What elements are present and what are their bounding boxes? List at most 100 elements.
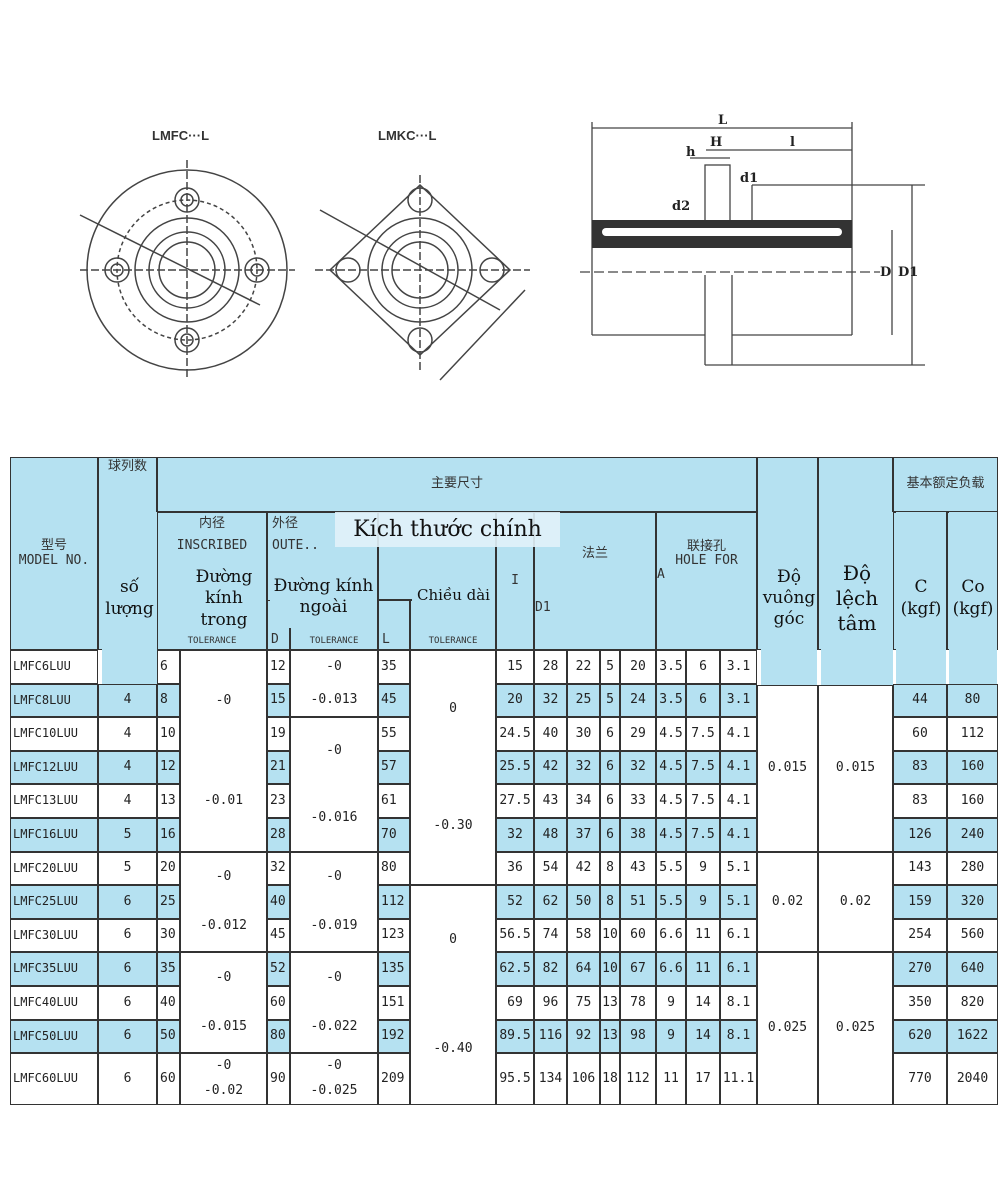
cell-P: 112 <box>620 1053 656 1105</box>
cell-balls: 6 <box>98 919 157 952</box>
cell-D1: 54 <box>534 852 567 885</box>
D1-label: D1 <box>535 600 551 615</box>
cell-Co-load: 820 <box>947 986 998 1020</box>
outer-cn: 外径 <box>272 516 299 531</box>
cell-model: LMFC13LUU <box>10 784 98 818</box>
cell-B: 9 <box>686 852 720 885</box>
cell-C-hole: 6.1 <box>720 919 757 952</box>
length-tolerance-lower: -0.40 <box>433 1041 473 1057</box>
cell-C-hole: 4.1 <box>720 717 757 751</box>
cell-balls: 6 <box>98 1053 157 1105</box>
header-main-dims: 主要尺寸 <box>157 457 757 512</box>
inscribed-tolerance-lower: -0.012 <box>200 918 247 934</box>
cell-A: 6.6 <box>656 919 686 952</box>
cell-L: 55 <box>378 717 410 751</box>
cell-B: 6 <box>686 684 720 717</box>
cell-B: 7.5 <box>686 717 720 751</box>
cell-D: 23 <box>267 784 290 818</box>
cell-t: 13 <box>600 986 620 1020</box>
cell-D: 15 <box>267 684 290 717</box>
cell-d: 40 <box>157 986 180 1020</box>
cell-I: 36 <box>496 852 534 885</box>
cell-balls: 6 <box>98 1020 157 1053</box>
cell-t: 6 <box>600 751 620 784</box>
cell-balls: 4 <box>98 717 157 751</box>
outer-tolerance-upper: -0 <box>326 969 342 985</box>
cell-D: 19 <box>267 717 290 751</box>
cell-P: 33 <box>620 784 656 818</box>
dim-l: l <box>790 135 795 150</box>
cell-C-load: 60 <box>893 717 947 751</box>
cell-d: 6 <box>157 650 180 684</box>
cell-balls: 6 <box>98 952 157 986</box>
cell-model: LMFC40LUU <box>10 986 98 1020</box>
cell-d: 8 <box>157 684 180 717</box>
balls-vi-label: số lượng <box>102 512 157 685</box>
cell-t: 5 <box>600 684 620 717</box>
cell-L: 57 <box>378 751 410 784</box>
model-en: MODEL NO. <box>18 552 90 568</box>
outer-en: OUTE.. <box>272 538 319 553</box>
balls-cn: 球列数 <box>107 459 147 474</box>
cell-t: 13 <box>600 1020 620 1053</box>
cell-K: 58 <box>567 919 600 952</box>
cell-C-load: 44 <box>893 684 947 717</box>
lmkc-label: LMKC···L <box>378 128 437 143</box>
outer-tolerance: -0-0.016 <box>290 717 378 852</box>
A-label: A <box>657 567 665 583</box>
cell-Co-load: 2040 <box>947 1053 998 1105</box>
cell-Co-load: 1622 <box>947 1020 998 1053</box>
cell-C-load: 159 <box>893 885 947 919</box>
cell-D1: 134 <box>534 1053 567 1105</box>
cell-d: 12 <box>157 751 180 784</box>
cell-P: 51 <box>620 885 656 919</box>
cell-I: 95.5 <box>496 1053 534 1105</box>
cell-D: 21 <box>267 751 290 784</box>
cell-d: 25 <box>157 885 180 919</box>
flange-cn: 法兰 <box>581 545 608 561</box>
header-L: L <box>378 600 410 650</box>
cell-B: 7.5 <box>686 784 720 818</box>
cell-t: 6 <box>600 784 620 818</box>
cell-balls: 6 <box>98 885 157 919</box>
cell-t: 6 <box>600 717 620 751</box>
cell-d: 50 <box>157 1020 180 1053</box>
outer-tolerance-lower: -0.016 <box>310 809 358 825</box>
cell-D1: 43 <box>534 784 567 818</box>
cell-L: 112 <box>378 885 410 919</box>
length-tolerance: 0-0.30 <box>410 650 496 885</box>
inscribed-tolerance: -0-0.012 <box>180 852 267 952</box>
main-dims-vi-label: Kích thước chính <box>335 512 560 547</box>
cell-P: 67 <box>620 952 656 986</box>
cell-d: 30 <box>157 919 180 952</box>
cell-A: 9 <box>656 1020 686 1053</box>
cell-Co-load: 80 <box>947 684 998 717</box>
cell-I: 62.5 <box>496 952 534 986</box>
cell-D: 32 <box>267 852 290 885</box>
cell-d: 60 <box>157 1053 180 1105</box>
cell-L: 135 <box>378 952 410 986</box>
hole-en: HOLE FOR <box>675 552 738 568</box>
cell-A: 9 <box>656 986 686 1020</box>
length-tolerance-lower: -0.30 <box>433 817 473 833</box>
cell-d: 13 <box>157 784 180 818</box>
cell-D: 40 <box>267 885 290 919</box>
cell-Co-load: 240 <box>947 818 998 852</box>
cell-C-hole: 4.1 <box>720 751 757 784</box>
cell-D: 80 <box>267 1020 290 1053</box>
length-vi-label: Chiều dài <box>412 578 495 612</box>
cell-B: 9 <box>686 885 720 919</box>
cell-C-load: 83 <box>893 751 947 784</box>
cell-C-hole: 4.1 <box>720 818 757 852</box>
cell-P: 20 <box>620 650 656 684</box>
cell-C-load: 350 <box>893 986 947 1020</box>
inscribed-tolerance: -0-0.015 <box>180 952 267 1053</box>
cell-model: LMFC25LUU <box>10 885 98 919</box>
cell-I: 27.5 <box>496 784 534 818</box>
side-section-drawing: L H h l d1 d2 D D1 <box>580 113 925 366</box>
outer-tolerance: -0-0.022 <box>290 952 378 1053</box>
cell-D1: 32 <box>534 684 567 717</box>
cell-D: 28 <box>267 818 290 852</box>
cell-L: 35 <box>378 650 410 684</box>
